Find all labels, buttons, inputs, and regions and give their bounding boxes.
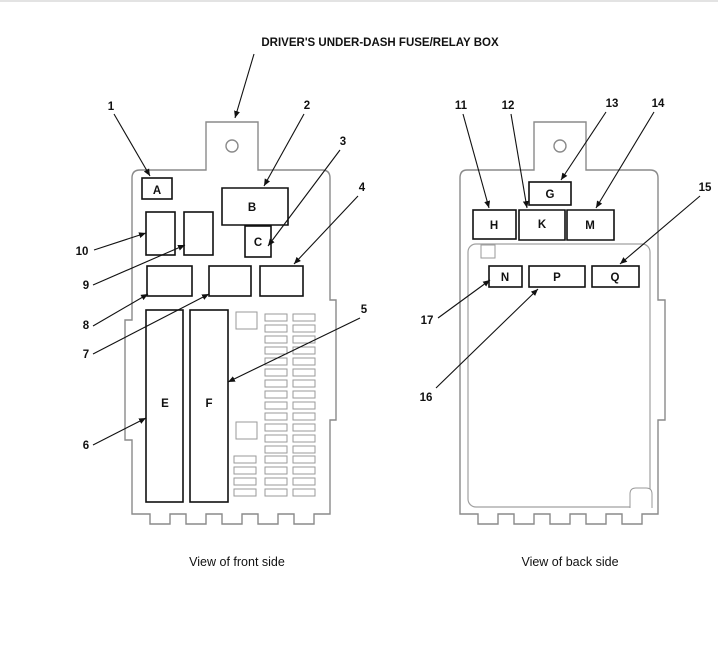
back-corner-tab bbox=[480, 244, 496, 259]
relay-7 bbox=[208, 265, 252, 297]
callout-16: 16 bbox=[420, 392, 433, 404]
component-b bbox=[221, 187, 289, 226]
back-mount-hole bbox=[553, 139, 567, 153]
front-fuse-slots bbox=[233, 311, 316, 497]
component-n bbox=[488, 265, 523, 288]
relay-10 bbox=[145, 211, 176, 256]
callout-12: 12 bbox=[502, 100, 515, 112]
component-g bbox=[528, 181, 572, 206]
component-p bbox=[528, 265, 586, 288]
component-h bbox=[472, 209, 517, 240]
relay-4 bbox=[259, 265, 304, 297]
component-c-label: C bbox=[254, 237, 262, 249]
callout-8: 8 bbox=[83, 320, 90, 332]
callout-5: 5 bbox=[361, 304, 368, 316]
callout-6: 6 bbox=[83, 440, 89, 452]
component-m-label: M bbox=[585, 220, 595, 232]
callout-14: 14 bbox=[652, 98, 665, 110]
component-h-label: H bbox=[490, 220, 498, 232]
component-g-label: G bbox=[546, 189, 555, 201]
back-leader-lines bbox=[435, 111, 701, 389]
callout-7: 7 bbox=[83, 349, 89, 361]
front-view-caption: View of front side bbox=[189, 555, 285, 569]
component-a bbox=[141, 177, 173, 200]
callout-4: 4 bbox=[359, 182, 366, 194]
callout-9: 9 bbox=[83, 280, 89, 292]
component-e bbox=[145, 309, 184, 503]
callout-13: 13 bbox=[606, 98, 619, 110]
component-a-label: A bbox=[153, 185, 161, 197]
callout-15: 15 bbox=[699, 182, 712, 194]
component-k-label: K bbox=[538, 219, 547, 231]
title-leader bbox=[234, 53, 255, 119]
callout-1: 1 bbox=[108, 101, 115, 113]
callout-10: 10 bbox=[76, 246, 89, 258]
callout-2: 2 bbox=[304, 100, 310, 112]
component-p-label: P bbox=[553, 272, 561, 284]
front-leader-lines bbox=[92, 113, 361, 446]
component-f bbox=[189, 309, 229, 503]
callout-17: 17 bbox=[421, 315, 434, 327]
relay-8 bbox=[146, 265, 193, 297]
diagram-title: DRIVER'S UNDER-DASH FUSE/RELAY BOX bbox=[261, 37, 499, 49]
component-f-label: F bbox=[205, 398, 212, 410]
back-corner-tab-2 bbox=[629, 487, 653, 508]
component-q bbox=[591, 265, 640, 288]
component-c bbox=[244, 225, 272, 258]
component-e-label: E bbox=[161, 398, 169, 410]
callout-3: 3 bbox=[340, 136, 346, 148]
back-view-caption: View of back side bbox=[521, 555, 618, 569]
callout-11: 11 bbox=[455, 100, 468, 112]
front-view: A B C E F 1 2 3 4 5 6 7 8 9 10 bbox=[76, 100, 368, 569]
top-border-line bbox=[0, 0, 718, 2]
component-b-label: B bbox=[248, 202, 256, 214]
component-n-label: N bbox=[501, 272, 509, 284]
relay-9 bbox=[183, 211, 214, 256]
back-inner-outline bbox=[467, 243, 651, 508]
back-view: G H K M N P Q 11 12 13 14 15 16 17 View … bbox=[420, 98, 712, 569]
front-mount-hole bbox=[225, 139, 239, 153]
component-k bbox=[518, 209, 566, 241]
component-q-label: Q bbox=[611, 272, 620, 284]
component-m bbox=[566, 209, 615, 241]
